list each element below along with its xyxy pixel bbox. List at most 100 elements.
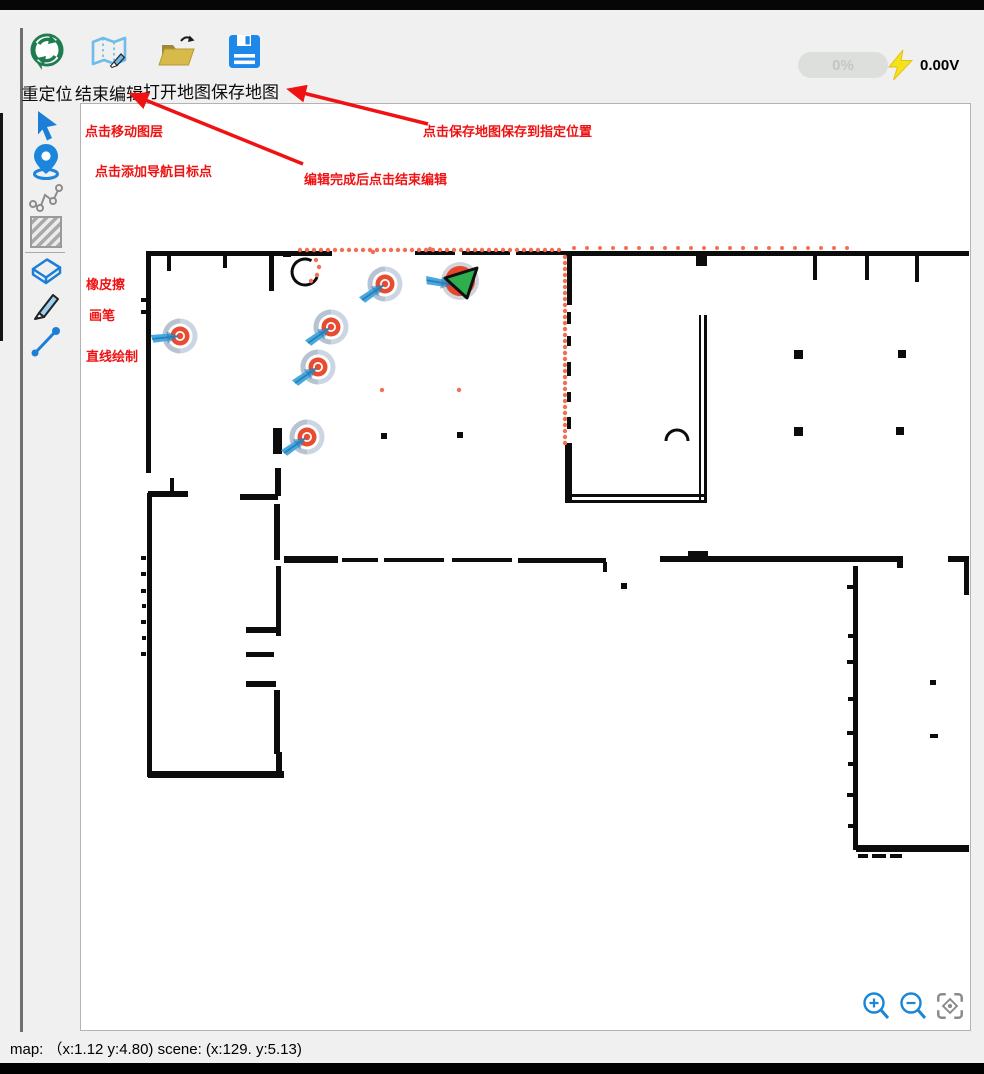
map-wall	[896, 427, 904, 435]
scan-dot	[388, 247, 394, 253]
map-wall	[141, 298, 146, 302]
map-wall	[847, 731, 853, 735]
map-wall	[516, 251, 565, 255]
tool-path[interactable]	[27, 182, 65, 216]
scan-dot	[562, 386, 568, 392]
map-wall	[567, 336, 571, 346]
map-canvas[interactable]	[80, 103, 969, 1029]
zoom-in-icon	[863, 992, 890, 1019]
scan-dot	[562, 272, 568, 278]
scan-dot	[409, 247, 415, 253]
pencil-icon	[28, 288, 64, 329]
window-bottom-edge	[0, 1063, 984, 1074]
map-wall	[848, 824, 853, 828]
scan-dot	[311, 247, 317, 253]
goal-marker[interactable]	[358, 266, 403, 306]
map-wall	[141, 572, 146, 576]
goal-marker[interactable]	[291, 349, 336, 389]
tool-pencil[interactable]	[27, 291, 65, 325]
annotation-label: 点击保存地图保存到指定位置	[423, 124, 593, 139]
scan-dot	[562, 260, 568, 266]
scan-dot	[562, 296, 568, 302]
scan-dot	[728, 246, 732, 250]
dock-separator[interactable]	[20, 28, 23, 1032]
focus-view-button[interactable]	[934, 990, 966, 1022]
map-wall	[148, 491, 188, 497]
scan-dot	[562, 266, 568, 272]
map-wall	[856, 845, 969, 852]
map-zoom-controls	[860, 990, 966, 1022]
scan-dot	[549, 247, 555, 253]
save-map-button[interactable]: 保存地图	[211, 33, 279, 103]
map-wall-arc	[290, 257, 319, 287]
scan-dot	[663, 246, 667, 250]
map-wall	[283, 251, 291, 257]
battery-bolt-icon	[886, 49, 916, 86]
scan-dot	[514, 247, 520, 253]
map-wall	[269, 251, 274, 291]
tool-add-goal[interactable]	[27, 143, 65, 180]
map-wall	[452, 558, 512, 562]
map-wall	[699, 315, 701, 502]
eraser-icon	[27, 255, 65, 292]
save-icon	[226, 33, 264, 76]
scan-dot	[314, 272, 320, 278]
scan-dot	[562, 254, 568, 260]
map-wall	[570, 500, 707, 503]
scan-dot	[702, 246, 706, 250]
end-edit-button[interactable]: 结束编辑	[75, 33, 143, 105]
scan-dot	[562, 344, 568, 350]
scan-dot	[611, 246, 615, 250]
open-map-button[interactable]: 打开地图	[143, 33, 211, 103]
map-wall	[142, 604, 146, 608]
zoom-in-button[interactable]	[860, 990, 892, 1022]
map-wall	[342, 558, 378, 562]
zoom-out-button[interactable]	[897, 990, 929, 1022]
goal-marker[interactable]	[280, 419, 325, 459]
scan-dot	[437, 247, 443, 253]
open-map-label: 打开地图	[143, 83, 211, 102]
scan-dot	[637, 246, 641, 250]
tool-region-fill[interactable]	[27, 215, 65, 251]
map-wall	[930, 680, 936, 685]
tool-select[interactable]	[27, 109, 65, 148]
tool-eraser[interactable]	[27, 256, 65, 290]
map-wall	[284, 556, 338, 563]
robot-pose-marker[interactable]	[424, 262, 479, 300]
scan-dot	[486, 247, 492, 253]
map-wall	[898, 350, 906, 358]
map-wall	[848, 634, 853, 638]
scan-dot	[562, 284, 568, 290]
cursor-icon	[30, 109, 62, 148]
map-wall	[794, 350, 803, 359]
goal-marker[interactable]	[304, 309, 349, 349]
scan-dot	[374, 247, 380, 253]
relocate-button[interactable]: 重定位	[16, 31, 78, 105]
map-wall	[141, 652, 146, 656]
map-wall	[246, 681, 276, 687]
map-wall	[848, 697, 853, 701]
scan-dot	[297, 247, 303, 253]
map-wall	[948, 556, 969, 562]
focus-icon	[937, 993, 963, 1019]
scan-dot	[479, 247, 485, 253]
map-wall	[147, 493, 152, 777]
map-wall	[274, 504, 280, 560]
map-wall	[897, 556, 903, 568]
hatch-square-icon	[28, 214, 64, 255]
coordinate-readout: map: （x:1.12 y:4.80) scene: (x:129. y:5.…	[10, 1041, 302, 1058]
scan-dot	[650, 246, 654, 250]
map-wall	[167, 251, 171, 271]
scan-dot	[562, 410, 568, 416]
map-wall	[847, 585, 853, 589]
scan-dot	[845, 246, 849, 250]
goal-dart-icon	[291, 367, 318, 386]
map-wall	[794, 427, 803, 436]
tool-line-draw[interactable]	[27, 326, 65, 360]
map-wall	[660, 556, 903, 562]
scan-dot	[318, 247, 324, 253]
goal-marker[interactable]	[150, 318, 198, 354]
relocate-label: 重定位	[21, 85, 73, 104]
map-wall	[847, 793, 853, 797]
scan-dot	[465, 247, 471, 253]
